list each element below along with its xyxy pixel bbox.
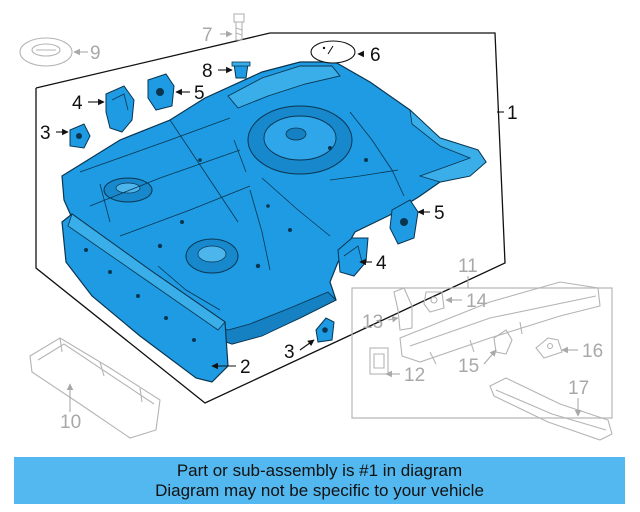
banner-line-1: Part or sub-assembly is #1 in diagram bbox=[176, 460, 463, 480]
parts-diagram: 1 2 3 3 4 4 5 5 6 7 8 9 10 11 12 13 14 1… bbox=[19, 13, 613, 441]
clip-8[interactable] bbox=[231, 61, 251, 79]
plug-9[interactable] bbox=[19, 37, 73, 67]
callout-4-right: 4 bbox=[376, 253, 387, 274]
callout-5-left: 5 bbox=[194, 83, 205, 104]
callout-3-right: 3 bbox=[284, 342, 295, 363]
callout-2: 2 bbox=[240, 357, 251, 378]
rail-17[interactable] bbox=[489, 377, 613, 441]
callout-9: 9 bbox=[90, 43, 101, 64]
rear-floor-pan[interactable] bbox=[61, 61, 487, 345]
rail-10[interactable] bbox=[29, 337, 161, 439]
rail-assembly-11[interactable] bbox=[399, 281, 601, 365]
bracket-5-left[interactable] bbox=[147, 73, 175, 111]
front-crossmember[interactable] bbox=[61, 213, 229, 383]
callout-13: 13 bbox=[362, 312, 383, 333]
callout-8: 8 bbox=[202, 61, 213, 82]
callout-10: 10 bbox=[60, 412, 81, 433]
bolt-7[interactable] bbox=[233, 13, 245, 41]
callout-7: 7 bbox=[202, 25, 213, 46]
callout-11: 11 bbox=[458, 256, 478, 277]
callout-4-left: 4 bbox=[72, 93, 83, 114]
bracket-5-right[interactable] bbox=[389, 199, 419, 245]
callout-15: 15 bbox=[458, 356, 479, 377]
callout-14: 14 bbox=[466, 291, 488, 312]
info-banner: Part or sub-assembly is #1 in diagram Di… bbox=[14, 457, 625, 504]
bracket-16[interactable] bbox=[535, 337, 563, 359]
bracket-12[interactable] bbox=[369, 347, 389, 375]
bracket-13[interactable] bbox=[393, 287, 413, 331]
bracket-3-right[interactable] bbox=[315, 317, 335, 343]
callout-5-right: 5 bbox=[434, 203, 445, 224]
bracket-14[interactable] bbox=[423, 291, 445, 313]
plug-6[interactable] bbox=[310, 40, 356, 64]
callout-12: 12 bbox=[404, 365, 425, 386]
callout-17: 17 bbox=[568, 378, 589, 399]
bracket-4-left[interactable] bbox=[105, 85, 135, 133]
bracket-3-left[interactable] bbox=[69, 123, 91, 149]
leader-lines-grey bbox=[66, 30, 582, 417]
callout-3-left: 3 bbox=[40, 123, 51, 144]
callout-16: 16 bbox=[582, 341, 603, 362]
rail-assembly-boundary bbox=[351, 287, 613, 419]
callout-6: 6 bbox=[370, 45, 381, 66]
banner-line-2: Diagram may not be specific to your vehi… bbox=[155, 480, 484, 500]
assembly-boundary bbox=[35, 32, 506, 404]
leader-lines bbox=[56, 50, 504, 370]
callout-1: 1 bbox=[507, 103, 518, 124]
